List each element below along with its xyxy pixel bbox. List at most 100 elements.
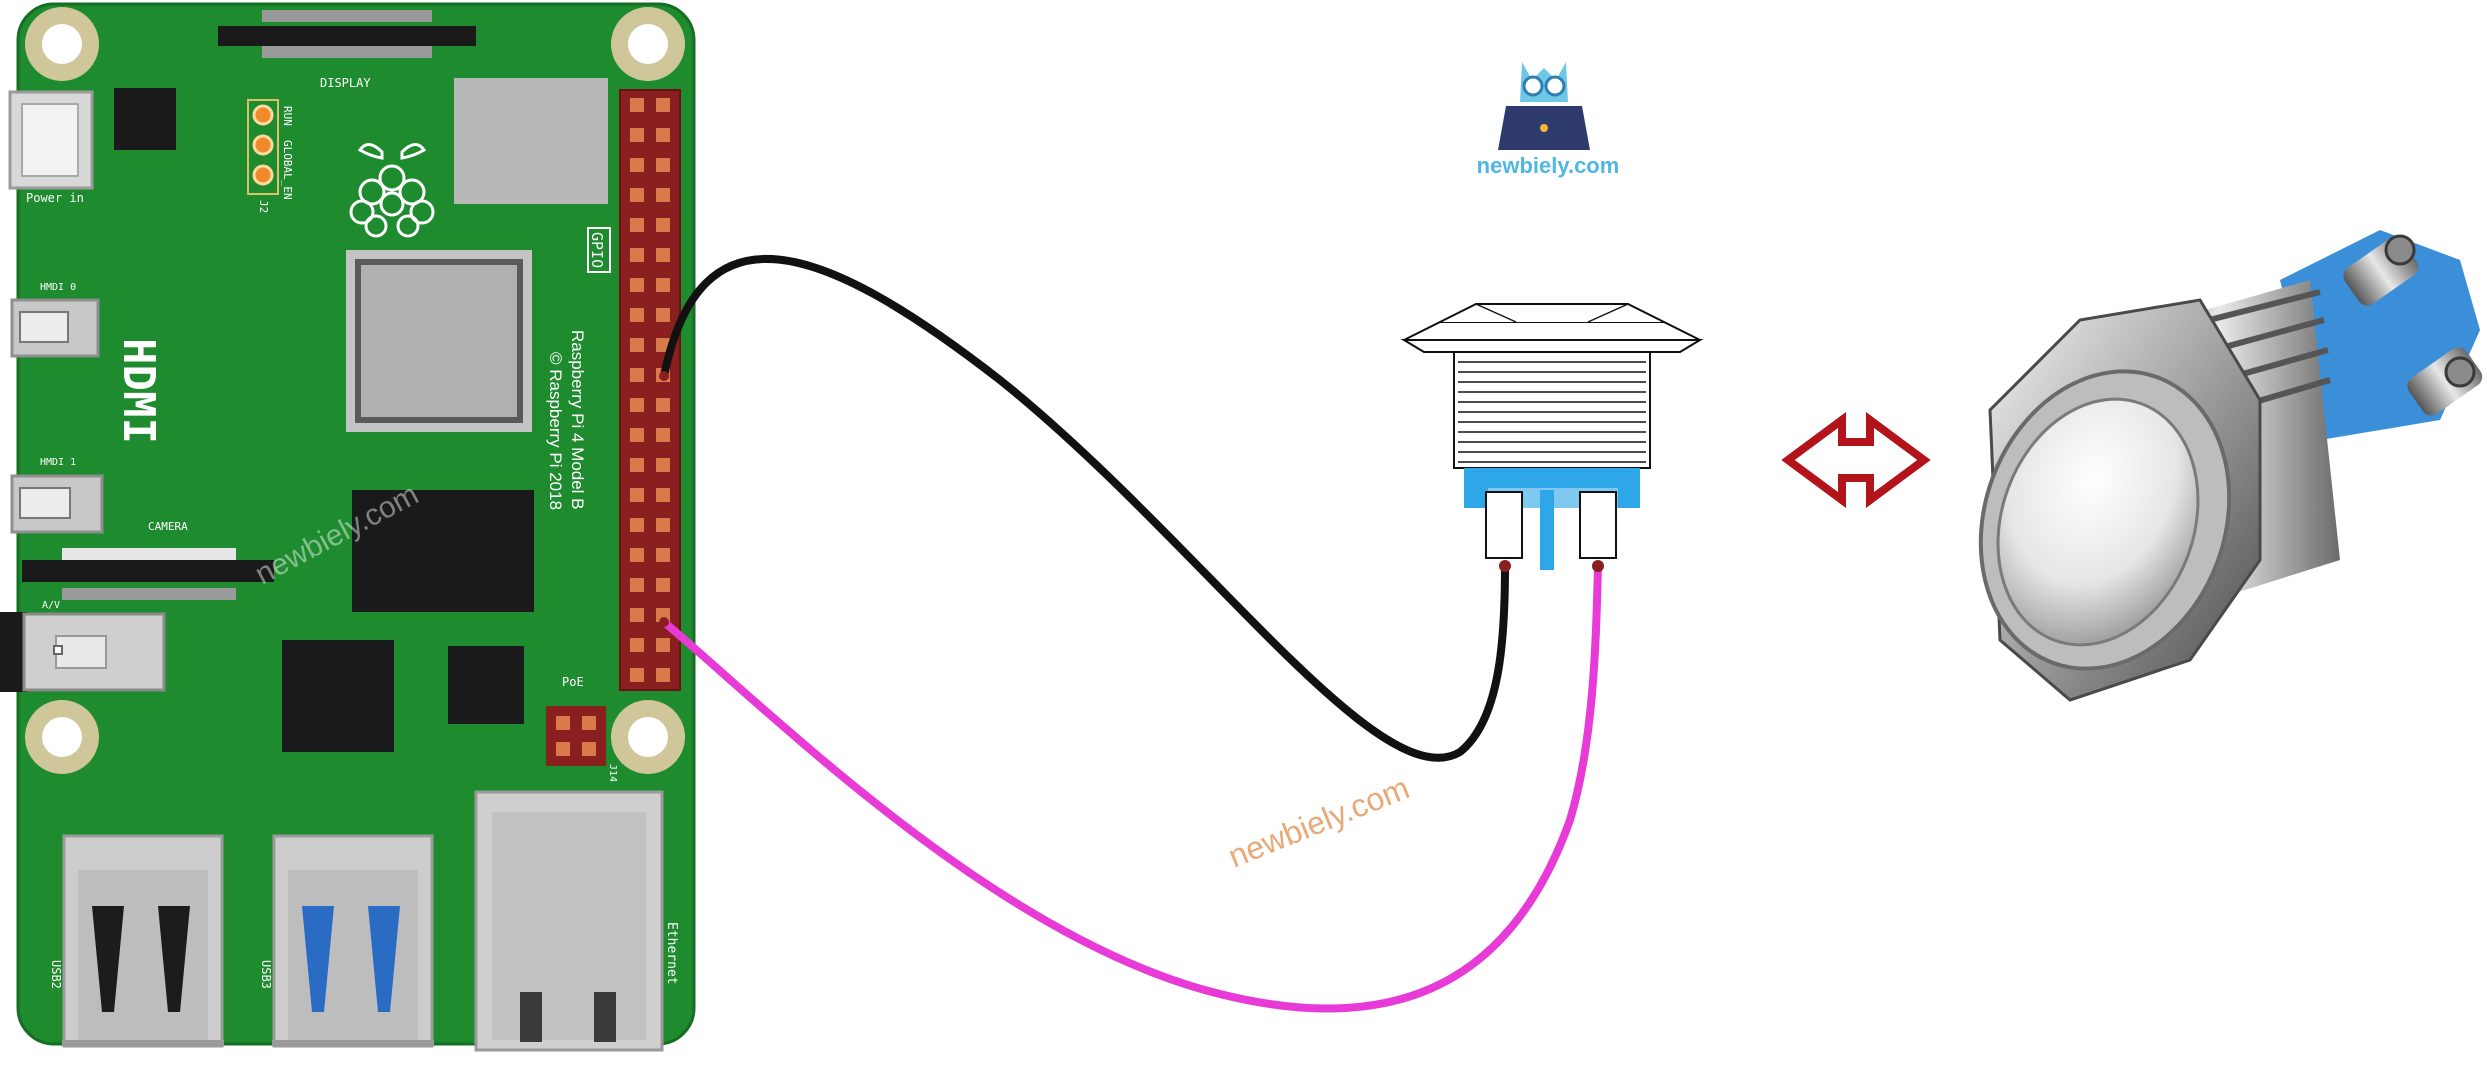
- gpio-pin: [630, 518, 644, 532]
- wire-watermark: newbiely.com: [1223, 769, 1414, 874]
- run-label: RUN: [281, 106, 294, 126]
- hdmi-big-label: HDMI: [113, 338, 164, 444]
- global-en-label: GLOBAL_EN: [281, 140, 294, 200]
- gpio-pin: [656, 308, 670, 322]
- screw-terminal-icon: [2343, 234, 2419, 306]
- gpio-pin: [656, 248, 670, 262]
- gpio-pin: [630, 368, 644, 382]
- copyright-label: © Raspberry Pi 2018: [546, 352, 565, 510]
- gpio-pin: [630, 128, 644, 142]
- gpio-pins: [630, 98, 670, 682]
- gpio-pin: [630, 248, 644, 262]
- camera-connector: [22, 548, 274, 600]
- gpio-pin: [630, 578, 644, 592]
- gpio-pin: [630, 548, 644, 562]
- mounting-hole-icon: [611, 7, 685, 81]
- gpio-pin: [656, 668, 670, 682]
- gpio-pin: [656, 338, 670, 352]
- power-label: Power in: [26, 191, 84, 205]
- logo-text: newbiely.com: [1477, 153, 1620, 178]
- gpio-pin: [630, 488, 644, 502]
- gpio-pin: [630, 278, 644, 292]
- ground-wire: [660, 254, 1509, 762]
- gpio-pin: [656, 578, 670, 592]
- push-button-photo: [1978, 230, 2483, 702]
- usb2-label: USB2: [49, 960, 63, 989]
- gpio-pin: [630, 218, 644, 232]
- j2-label: J2: [257, 200, 270, 213]
- gpio-pin: [656, 518, 670, 532]
- gpio-pin: [630, 638, 644, 652]
- av-jack: [0, 612, 166, 692]
- gpio-pin: [656, 188, 670, 202]
- gpio-pin: [630, 158, 644, 172]
- poe-label: PoE: [562, 675, 584, 689]
- push-button-schematic: [1400, 303, 1704, 570]
- hdmi0-port: [10, 298, 100, 358]
- signal-wire-terminal: [1592, 560, 1604, 572]
- mounting-hole-icon: [25, 700, 99, 774]
- raspberry-pi-board: DISPLAY Power in RUN GLOBAL_EN J2: [0, 2, 696, 1052]
- double-arrow-icon: [1781, 412, 1931, 508]
- soc-chip: [346, 250, 532, 432]
- display-connector: [218, 10, 476, 58]
- hdmi0-label: HMDI 0: [40, 282, 76, 293]
- display-label: DISPLAY: [320, 76, 371, 90]
- ram-chip: [352, 490, 534, 612]
- gpio-pin: [656, 128, 670, 142]
- mounting-hole-icon: [25, 7, 99, 81]
- usb2-port: [62, 834, 224, 1048]
- chip-ethernet: [448, 646, 524, 724]
- gpio-label-box: [587, 227, 611, 273]
- ground-wire-end: [659, 371, 669, 381]
- terminal-right: [1579, 491, 1617, 559]
- ethernet-label: Ethernet: [664, 922, 679, 985]
- gpio-pin: [656, 278, 670, 292]
- av-label: A/V: [42, 600, 60, 611]
- ground-wire-terminal: [1499, 560, 1511, 572]
- screw-terminal-icon: [2407, 347, 2483, 416]
- gpio-pin: [656, 158, 670, 172]
- terminal-left: [1485, 491, 1523, 559]
- gpio-pin: [656, 218, 670, 232]
- gpio-pin: [656, 638, 670, 652]
- signal-wire: [660, 562, 1602, 1013]
- chip-small: [114, 88, 176, 150]
- gpio-pin: [630, 428, 644, 442]
- power-connector: [8, 90, 94, 190]
- gpio-pin: [656, 428, 670, 442]
- signal-wire-end: [659, 617, 669, 627]
- gpio-label: GPIO: [588, 232, 606, 268]
- j14-label: J14: [607, 764, 618, 782]
- model-label: Raspberry Pi 4 Model B: [568, 330, 587, 510]
- usb3-port: [272, 834, 434, 1048]
- gpio-pin: [656, 548, 670, 562]
- gpio-pin: [630, 608, 644, 622]
- thread-lines: [1458, 361, 1646, 463]
- usb-controller-chip: [282, 640, 394, 752]
- poe-header: [546, 706, 606, 766]
- gpio-pin: [630, 668, 644, 682]
- gpio-pin: [630, 188, 644, 202]
- hdmi1-label: HMDI 1: [40, 457, 76, 468]
- gpio-pin: [656, 398, 670, 412]
- gpio-pin: [630, 338, 644, 352]
- gpio-pin: [656, 458, 670, 472]
- gpio-pin: [630, 398, 644, 412]
- gpio-pin: [656, 98, 670, 112]
- usb3-label: USB3: [259, 960, 273, 989]
- hdmi1-port: [10, 474, 104, 534]
- owl-laptop-icon: [1498, 62, 1590, 150]
- gpio-pin: [630, 98, 644, 112]
- gpio-header: [619, 89, 681, 691]
- raspberry-logo-icon: [349, 143, 435, 238]
- camera-label: CAMERA: [148, 520, 188, 533]
- newbiely-logo: newbiely.com: [1477, 62, 1620, 178]
- button-cap: [1996, 397, 2200, 647]
- gpio-pin: [630, 458, 644, 472]
- gpio-pin: [630, 308, 644, 322]
- wifi-shield: [454, 78, 608, 204]
- ethernet-port: [474, 790, 664, 1052]
- run-header: [247, 99, 279, 195]
